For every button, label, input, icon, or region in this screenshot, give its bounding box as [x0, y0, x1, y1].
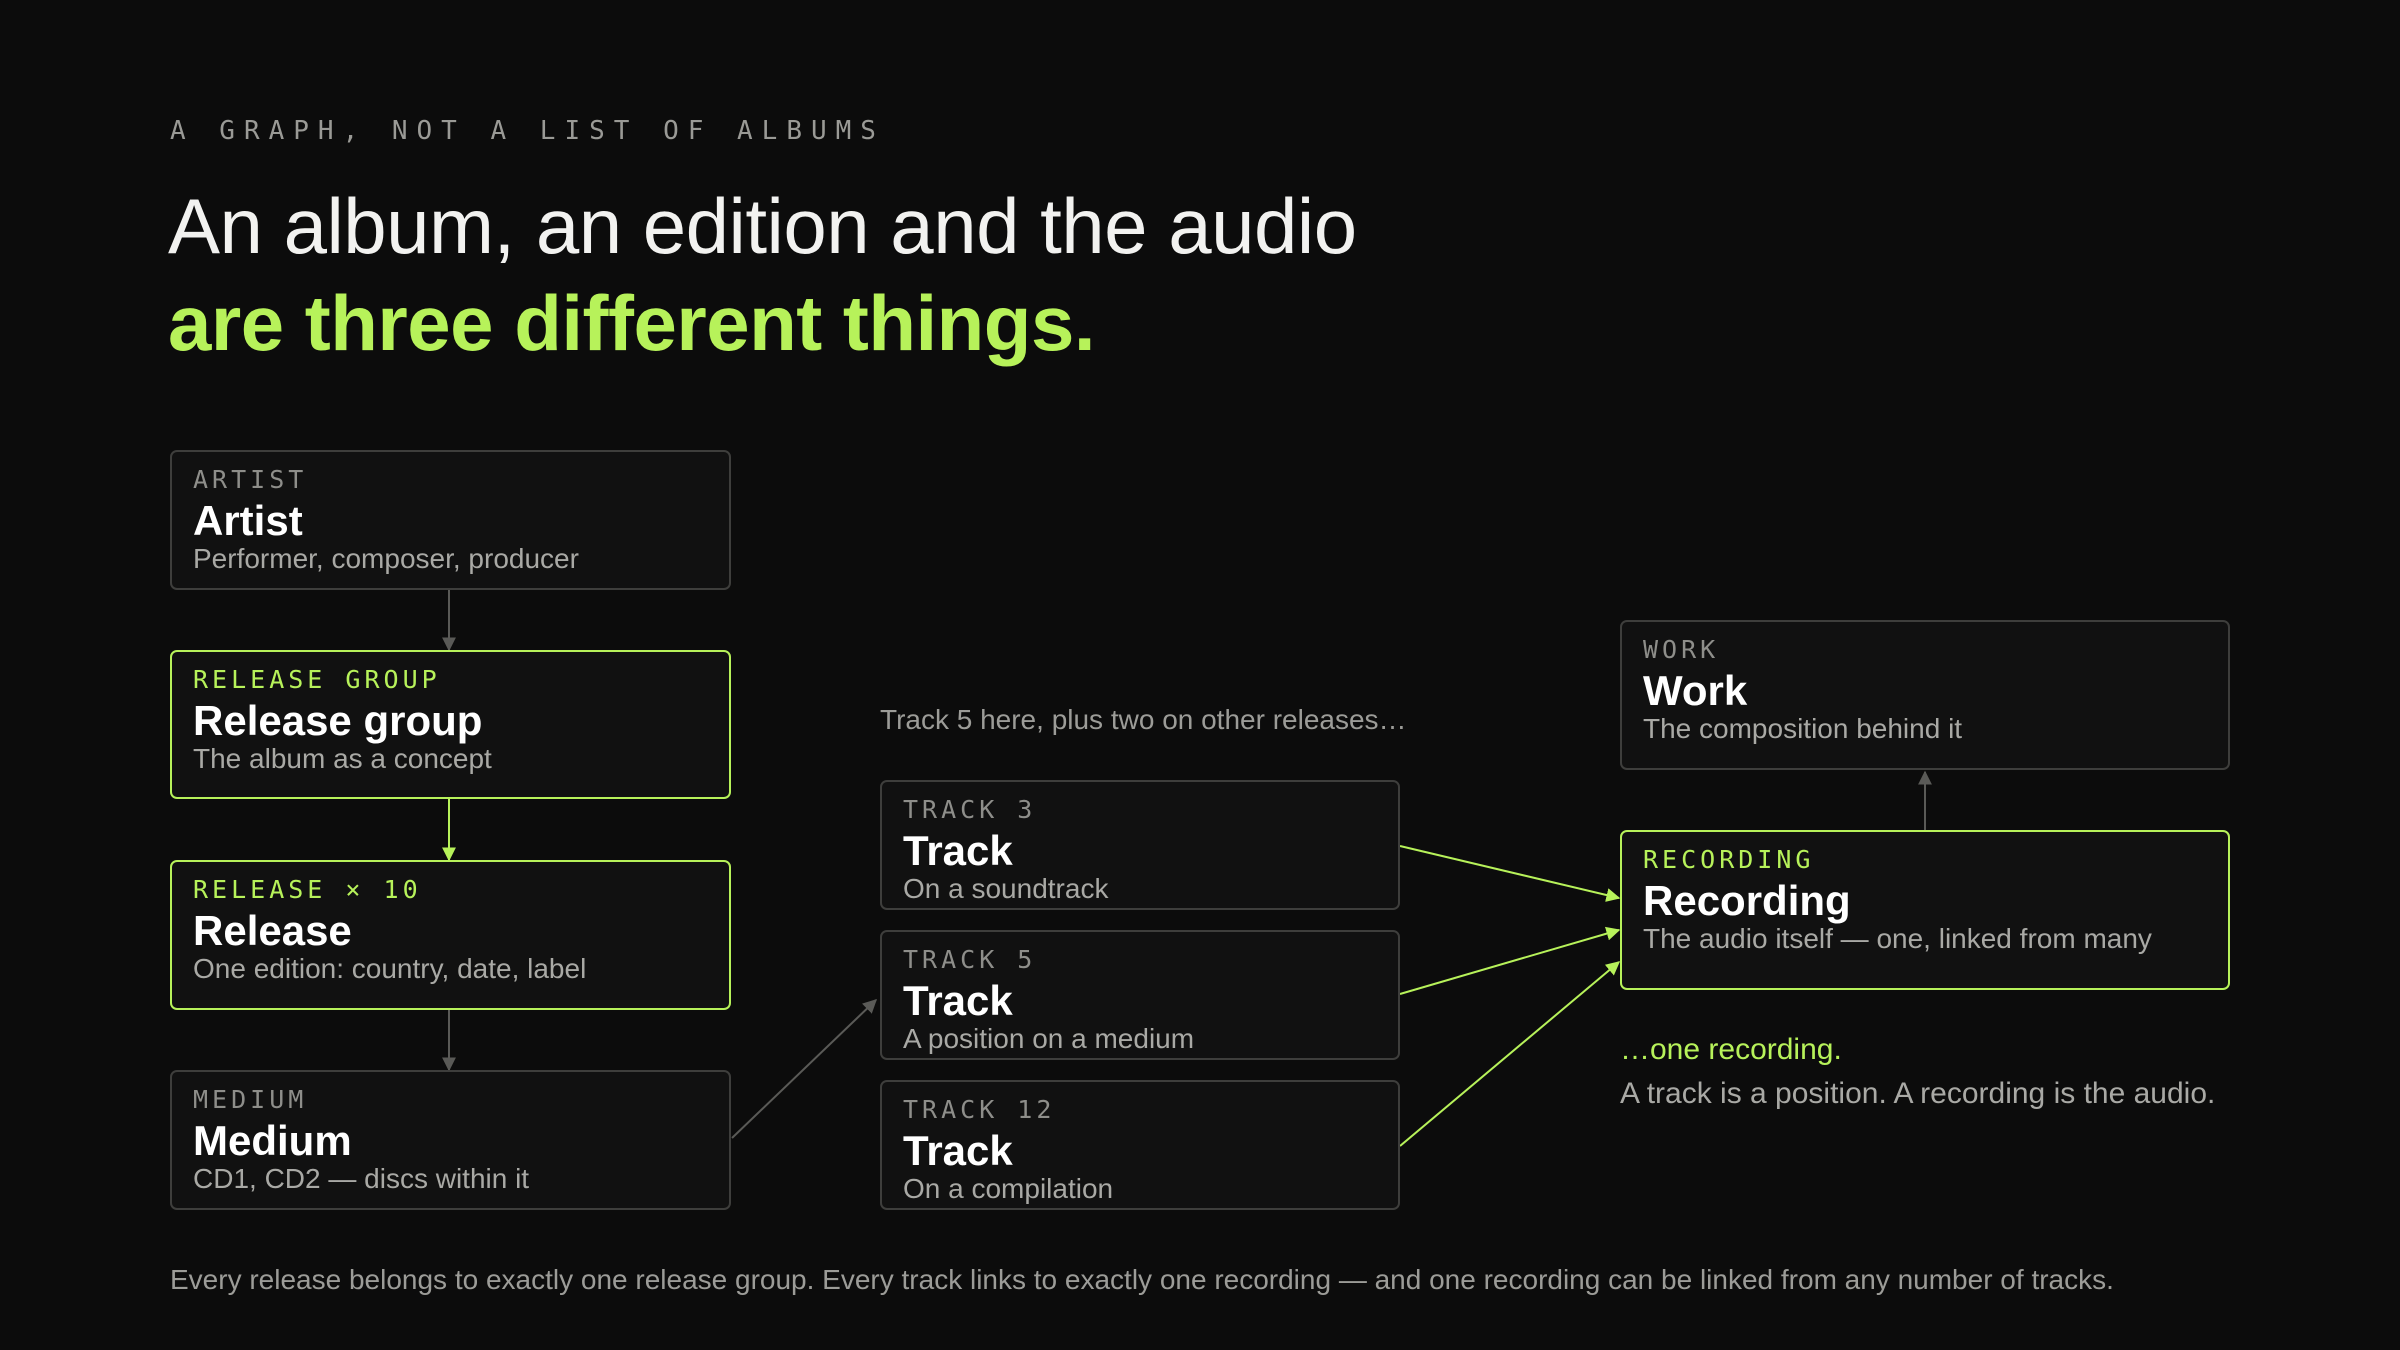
node-title: Track — [903, 977, 1013, 1024]
edge-medium-to-track5 — [731, 999, 878, 1139]
node-description: The album as a concept — [193, 743, 492, 774]
node-kind-label: MEDIUM — [193, 1085, 308, 1114]
node-release: RELEASE × 10 Release One edition: countr… — [170, 860, 731, 1010]
headline-line-2-accent: are three different things. — [168, 279, 1095, 367]
node-title: Work — [1643, 667, 1748, 714]
node-title: Recording — [1643, 877, 1851, 924]
recording-explain-note: A track is a position. A recording is th… — [1620, 1077, 2216, 1110]
node-kind-label: RECORDING — [1643, 845, 1815, 874]
node-medium: MEDIUM Medium CD1, CD2 — discs within it — [170, 1070, 731, 1210]
node-track-3: TRACK 3 Track On a soundtrack — [880, 780, 1400, 910]
node-description: CD1, CD2 — discs within it — [193, 1163, 530, 1194]
node-kind-label: RELEASE × 10 — [193, 875, 422, 904]
eyebrow: A GRAPH, NOT A LIST OF ALBUMS — [170, 116, 885, 146]
node-kind-label: TRACK 3 — [903, 795, 1037, 824]
node-kind-label: TRACK 12 — [903, 1095, 1056, 1124]
edge-track5-to-recording — [1399, 926, 1621, 995]
edge-track3-to-recording — [1399, 845, 1621, 902]
node-title: Artist — [193, 497, 303, 544]
node-title: Release — [193, 907, 352, 954]
node-track-12: TRACK 12 Track On a compilation — [880, 1080, 1400, 1210]
node-description: On a soundtrack — [903, 873, 1109, 904]
node-track-5: TRACK 5 Track A position on a medium — [880, 930, 1400, 1060]
node-description: One edition: country, date, label — [193, 953, 587, 984]
headline: An album, an edition and the audio are t… — [168, 178, 1357, 372]
node-description: Performer, composer, producer — [193, 543, 579, 574]
node-title: Release group — [193, 697, 483, 744]
node-title: Track — [903, 1127, 1013, 1174]
edge-track12-to-recording — [1399, 961, 1621, 1147]
footer-note: Every release belongs to exactly one rel… — [170, 1264, 2114, 1295]
node-description: The audio itself — one, linked from many — [1643, 923, 2152, 954]
node-description: On a compilation — [903, 1173, 1114, 1204]
node-description: The composition behind it — [1643, 713, 1963, 744]
node-kind-label: TRACK 5 — [903, 945, 1037, 974]
tracks-caption: Track 5 here, plus two on other releases… — [880, 704, 1407, 735]
node-work: WORK Work The composition behind it — [1620, 620, 2230, 770]
node-artist: ARTIST Artist Performer, composer, produ… — [170, 450, 731, 590]
node-kind-label: WORK — [1643, 635, 1720, 664]
node-kind-label: ARTIST — [193, 465, 308, 494]
node-kind-label: RELEASE GROUP — [193, 665, 441, 694]
node-recording: RECORDING Recording The audio itself — o… — [1620, 830, 2230, 990]
node-description: A position on a medium — [903, 1023, 1195, 1054]
node-title: Medium — [193, 1117, 352, 1164]
node-title: Track — [903, 827, 1013, 874]
headline-line-1: An album, an edition and the audio — [168, 182, 1357, 270]
recording-accent-note: …one recording. — [1620, 1033, 1842, 1066]
node-release-group: RELEASE GROUP Release group The album as… — [170, 650, 731, 799]
